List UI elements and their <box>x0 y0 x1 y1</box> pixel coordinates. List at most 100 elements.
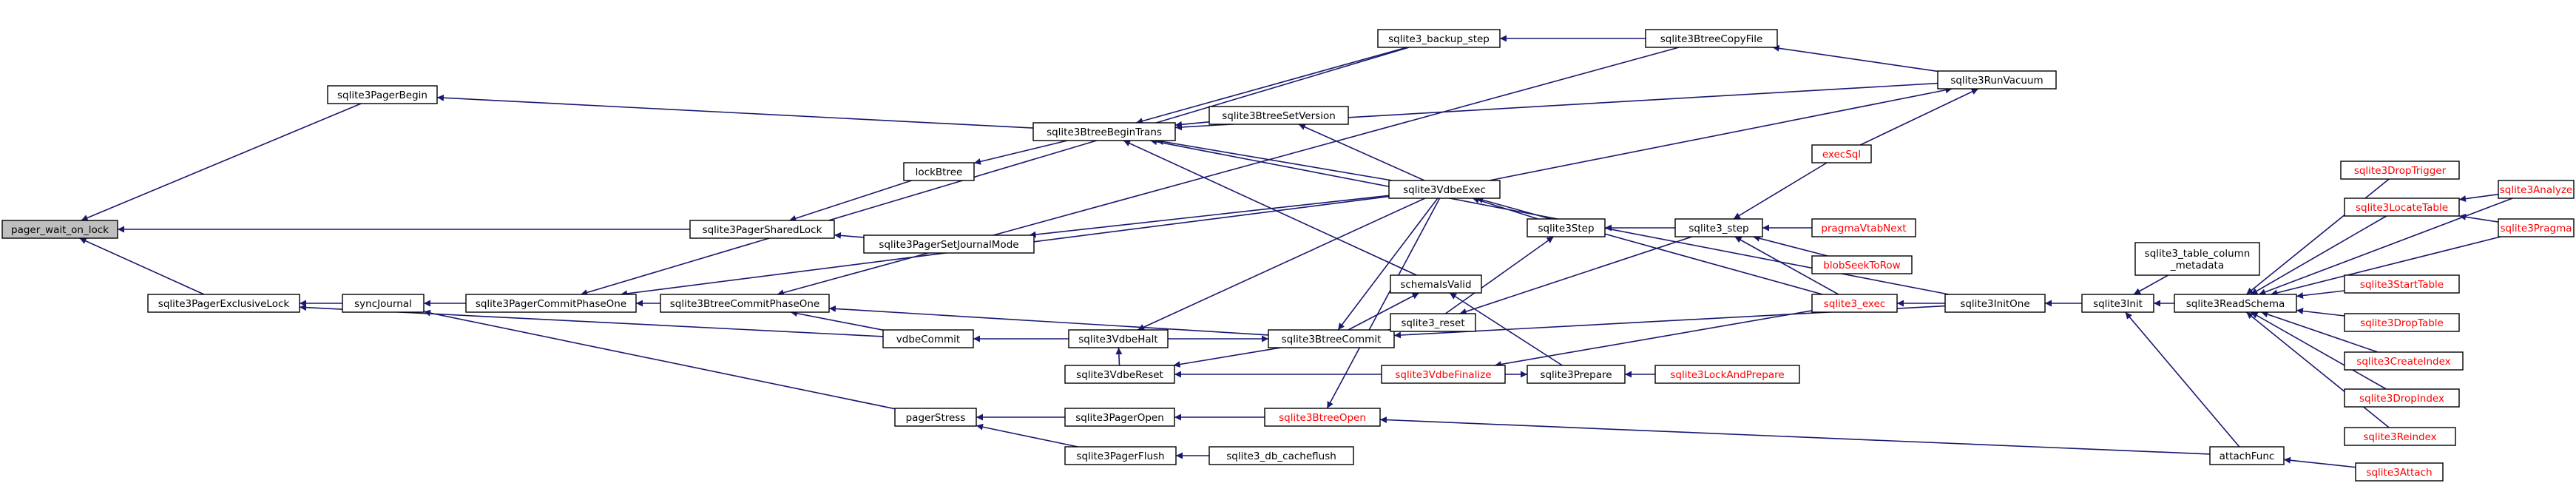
node-label: sqlite3CreateIndex <box>2356 356 2450 368</box>
node-sqlite3PagerFlush[interactable]: sqlite3PagerFlush <box>1064 446 1177 465</box>
call-edge-sqlite3BtreeSetVersion-to-sqlite3BtreeBeginTrans <box>1174 121 1210 128</box>
call-edge-sqlite3_exec-to-sqlite3VdbeFinalize <box>1494 310 1813 368</box>
node-sqlite3DropTrigger[interactable]: sqlite3DropTrigger <box>2340 161 2460 180</box>
call-edge-sqlite3DropIndex-to-sqlite3ReadSchema <box>2251 311 2387 390</box>
node-sqlite3VdbeHalt[interactable]: sqlite3VdbeHalt <box>1068 329 1169 348</box>
node-box <box>1654 365 1800 384</box>
node-sqlite3Pragma[interactable]: sqlite3Pragma <box>2498 218 2575 237</box>
node-sqlite3PagerSetJournalMode[interactable]: sqlite3PagerSetJournalMode <box>863 234 1035 254</box>
node-sqlite3RunVacuum[interactable]: sqlite3RunVacuum <box>1937 70 2057 90</box>
node-lockBtree[interactable]: lockBtree <box>903 162 975 181</box>
node-sqlite3PagerOpen[interactable]: sqlite3PagerOpen <box>1064 408 1175 427</box>
node-schemaIsValid[interactable]: schemaIsValid <box>1390 274 1482 294</box>
call-edge-pagerStress-to-syncJournal <box>423 309 896 410</box>
node-sqlite3_exec[interactable]: sqlite3_exec <box>1811 294 1898 313</box>
node-label: sqlite3Step <box>1538 223 1594 234</box>
node-box <box>1068 329 1169 348</box>
node-sqlite3VdbeReset[interactable]: sqlite3VdbeReset <box>1064 365 1175 384</box>
node-sqlite3InitOne[interactable]: sqlite3InitOne <box>1944 294 2046 313</box>
node-sqlite3ReadSchema[interactable]: sqlite3ReadSchema <box>2174 294 2297 313</box>
node-label: _metadata <box>2170 260 2224 271</box>
node-box <box>1264 408 1381 427</box>
node-sqlite3DropTable[interactable]: sqlite3DropTable <box>2344 313 2460 332</box>
node-pager_wait_on_lock[interactable]: pager_wait_on_lock <box>1 220 118 239</box>
node-sqlite3_table_column_metadata[interactable]: sqlite3_table_column_metadata <box>2134 242 2260 276</box>
node-label: pragmaVtabNext <box>1821 223 1906 234</box>
node-sqlite3_backup_step[interactable]: sqlite3_backup_step <box>1377 29 1501 48</box>
node-sqlite3CreateIndex[interactable]: sqlite3CreateIndex <box>2344 351 2464 371</box>
node-box <box>2081 294 2154 313</box>
call-edge-sqlite3Pragma-to-sqlite3ReadSchema <box>2271 236 2501 297</box>
node-sqlite3BtreeSetVersion[interactable]: sqlite3BtreeSetVersion <box>1208 106 1349 125</box>
node-label: blobSeekToRow <box>1823 260 1900 271</box>
node-label: sqlite3_table_column <box>2145 248 2251 260</box>
call-edge-sqlite3Pragma-to-sqlite3LocateTable <box>2458 213 2499 223</box>
node-sqlite3Step[interactable]: sqlite3Step <box>1527 218 1606 237</box>
node-pagerStress[interactable]: pagerStress <box>894 408 977 427</box>
node-box <box>2344 313 2460 332</box>
node-sqlite3Init[interactable]: sqlite3Init <box>2081 294 2154 313</box>
node-sqlite3VdbeFinalize[interactable]: sqlite3VdbeFinalize <box>1381 365 1506 384</box>
node-sqlite3BtreeCommit[interactable]: sqlite3BtreeCommit <box>1268 329 1395 348</box>
node-sqlite3VdbeExec[interactable]: sqlite3VdbeExec <box>1388 180 1501 199</box>
node-box <box>1811 255 1913 274</box>
node-label: sqlite3ReadSchema <box>2186 298 2285 310</box>
node-sqlite3PagerExclusiveLock[interactable]: sqlite3PagerExclusiveLock <box>147 294 300 313</box>
node-execSql[interactable]: execSql <box>1811 144 1872 163</box>
node-label: sqlite3PagerFlush <box>1076 450 1164 462</box>
node-attachFunc[interactable]: attachFunc <box>2209 446 2285 465</box>
call-edge-lockBtree-to-sqlite3PagerSharedLock <box>789 180 912 222</box>
node-sqlite3PagerCommitPhaseOne[interactable]: sqlite3PagerCommitPhaseOne <box>465 294 637 313</box>
call-edge-sqlite3_backup_step-to-sqlite3PagerCommitPhaseOne <box>580 47 1410 296</box>
node-box <box>2355 462 2444 482</box>
node-box <box>1811 218 1916 237</box>
node-sqlite3Prepare[interactable]: sqlite3Prepare <box>1527 365 1626 384</box>
node-blobSeekToRow[interactable]: blobSeekToRow <box>1811 255 1913 274</box>
node-sqlite3LocateTable[interactable]: sqlite3LocateTable <box>2344 198 2460 217</box>
node-sqlite3StartTable[interactable]: sqlite3StartTable <box>2344 274 2460 294</box>
node-box <box>2340 161 2460 180</box>
node-sqlite3Reindex[interactable]: sqlite3Reindex <box>2344 427 2456 446</box>
node-label: sqlite3BtreeCommitPhaseOne <box>670 298 820 310</box>
call-edge-sqlite3VdbeExec-to-sqlite3BtreeCommit <box>1337 198 1439 331</box>
node-box <box>1381 365 1506 384</box>
node-box <box>1645 29 1778 48</box>
node-box <box>1388 180 1501 199</box>
node-label: sqlite3PagerCommitPhaseOne <box>476 298 626 310</box>
node-sqlite3BtreeCopyFile[interactable]: sqlite3BtreeCopyFile <box>1645 29 1778 48</box>
call-edge-sqlite3StartTable-to-sqlite3ReadSchema <box>2296 290 2345 299</box>
node-box <box>1377 29 1501 48</box>
node-label: sqlite3LockAndPrepare <box>1670 369 1784 381</box>
call-edge-sqlite3VdbeExec-to-sqlite3BtreeSetVersion <box>1298 124 1425 181</box>
node-label: sqlite3DropIndex <box>2359 393 2444 405</box>
node-sqlite3DropIndex[interactable]: sqlite3DropIndex <box>2344 388 2460 408</box>
node-label: sqlite3_reset <box>1401 317 1464 329</box>
node-sqlite3PagerSharedLock[interactable]: sqlite3PagerSharedLock <box>689 220 835 239</box>
node-sqlite3BtreeCommitPhaseOne[interactable]: sqlite3BtreeCommitPhaseOne <box>660 294 830 313</box>
node-label: attachFunc <box>2220 450 2275 462</box>
node-label: schemaIsValid <box>1400 279 1471 291</box>
node-syncJournal[interactable]: syncJournal <box>342 294 425 313</box>
node-sqlite3_step[interactable]: sqlite3_step <box>1674 218 1763 237</box>
node-pragmaVtabNext[interactable]: pragmaVtabNext <box>1811 218 1916 237</box>
node-sqlite3_db_cacheflush[interactable]: sqlite3_db_cacheflush <box>1208 446 1354 465</box>
call-edge-sqlite3BtreeBeginTrans-to-sqlite3PagerBegin <box>436 94 1034 129</box>
node-vdbeCommit[interactable]: vdbeCommit <box>882 329 974 348</box>
call-edge-sqlite3BtreeCommit-to-sqlite3BtreeCommitPhaseOne <box>828 305 1269 336</box>
node-box <box>660 294 830 313</box>
node-label: syncJournal <box>354 298 412 310</box>
node-sqlite3BtreeOpen[interactable]: sqlite3BtreeOpen <box>1264 408 1381 427</box>
node-sqlite3_reset[interactable]: sqlite3_reset <box>1390 313 1476 332</box>
node-sqlite3Attach[interactable]: sqlite3Attach <box>2355 462 2444 482</box>
node-label: sqlite3Reindex <box>2363 431 2436 443</box>
call-edge-sqlite3_table_column_metadata-to-sqlite3Init <box>2133 274 2168 295</box>
node-box <box>2498 218 2575 237</box>
call-edge-sqlite3RunVacuum-to-sqlite3BtreeCopyFile <box>1772 44 1938 72</box>
node-sqlite3LockAndPrepare[interactable]: sqlite3LockAndPrepare <box>1654 365 1800 384</box>
node-sqlite3BtreeBeginTrans[interactable]: sqlite3BtreeBeginTrans <box>1032 122 1176 141</box>
node-label: sqlite3BtreeCopyFile <box>1660 33 1763 45</box>
node-sqlite3Analyze[interactable]: sqlite3Analyze <box>2498 180 2575 199</box>
node-sqlite3PagerBegin[interactable]: sqlite3PagerBegin <box>327 85 438 104</box>
call-edge-sqlite3CreateIndex-to-sqlite3ReadSchema <box>2261 311 2379 353</box>
